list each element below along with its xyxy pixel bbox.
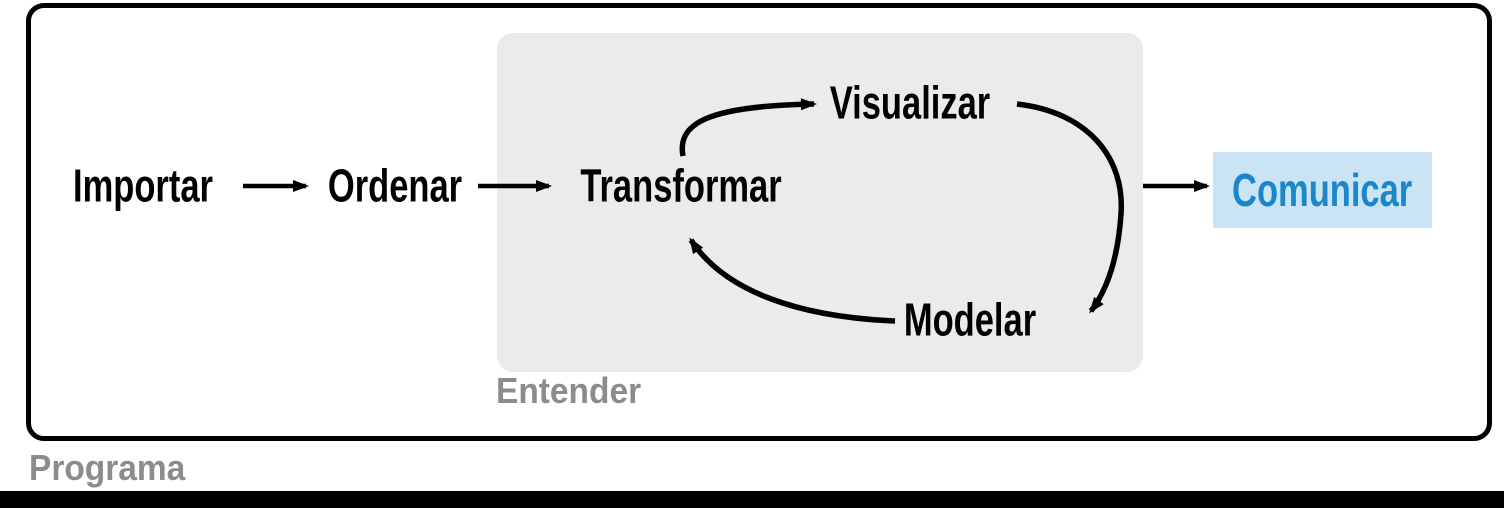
node-visualizar: Visualizar xyxy=(829,76,991,129)
comunicar-highlight: Comunicar xyxy=(1213,152,1432,228)
node-comunicar: Comunicar xyxy=(1232,163,1413,216)
node-transformar: Transformar xyxy=(580,159,782,212)
programa-label: Programa xyxy=(29,447,186,488)
programa-box xyxy=(26,3,1492,441)
node-ordenar: Ordenar xyxy=(327,159,463,212)
bottom-black-bar xyxy=(0,491,1504,508)
node-modelar: Modelar xyxy=(903,293,1037,346)
entender-label: Entender xyxy=(496,370,642,411)
node-importar: Importar xyxy=(73,159,213,212)
